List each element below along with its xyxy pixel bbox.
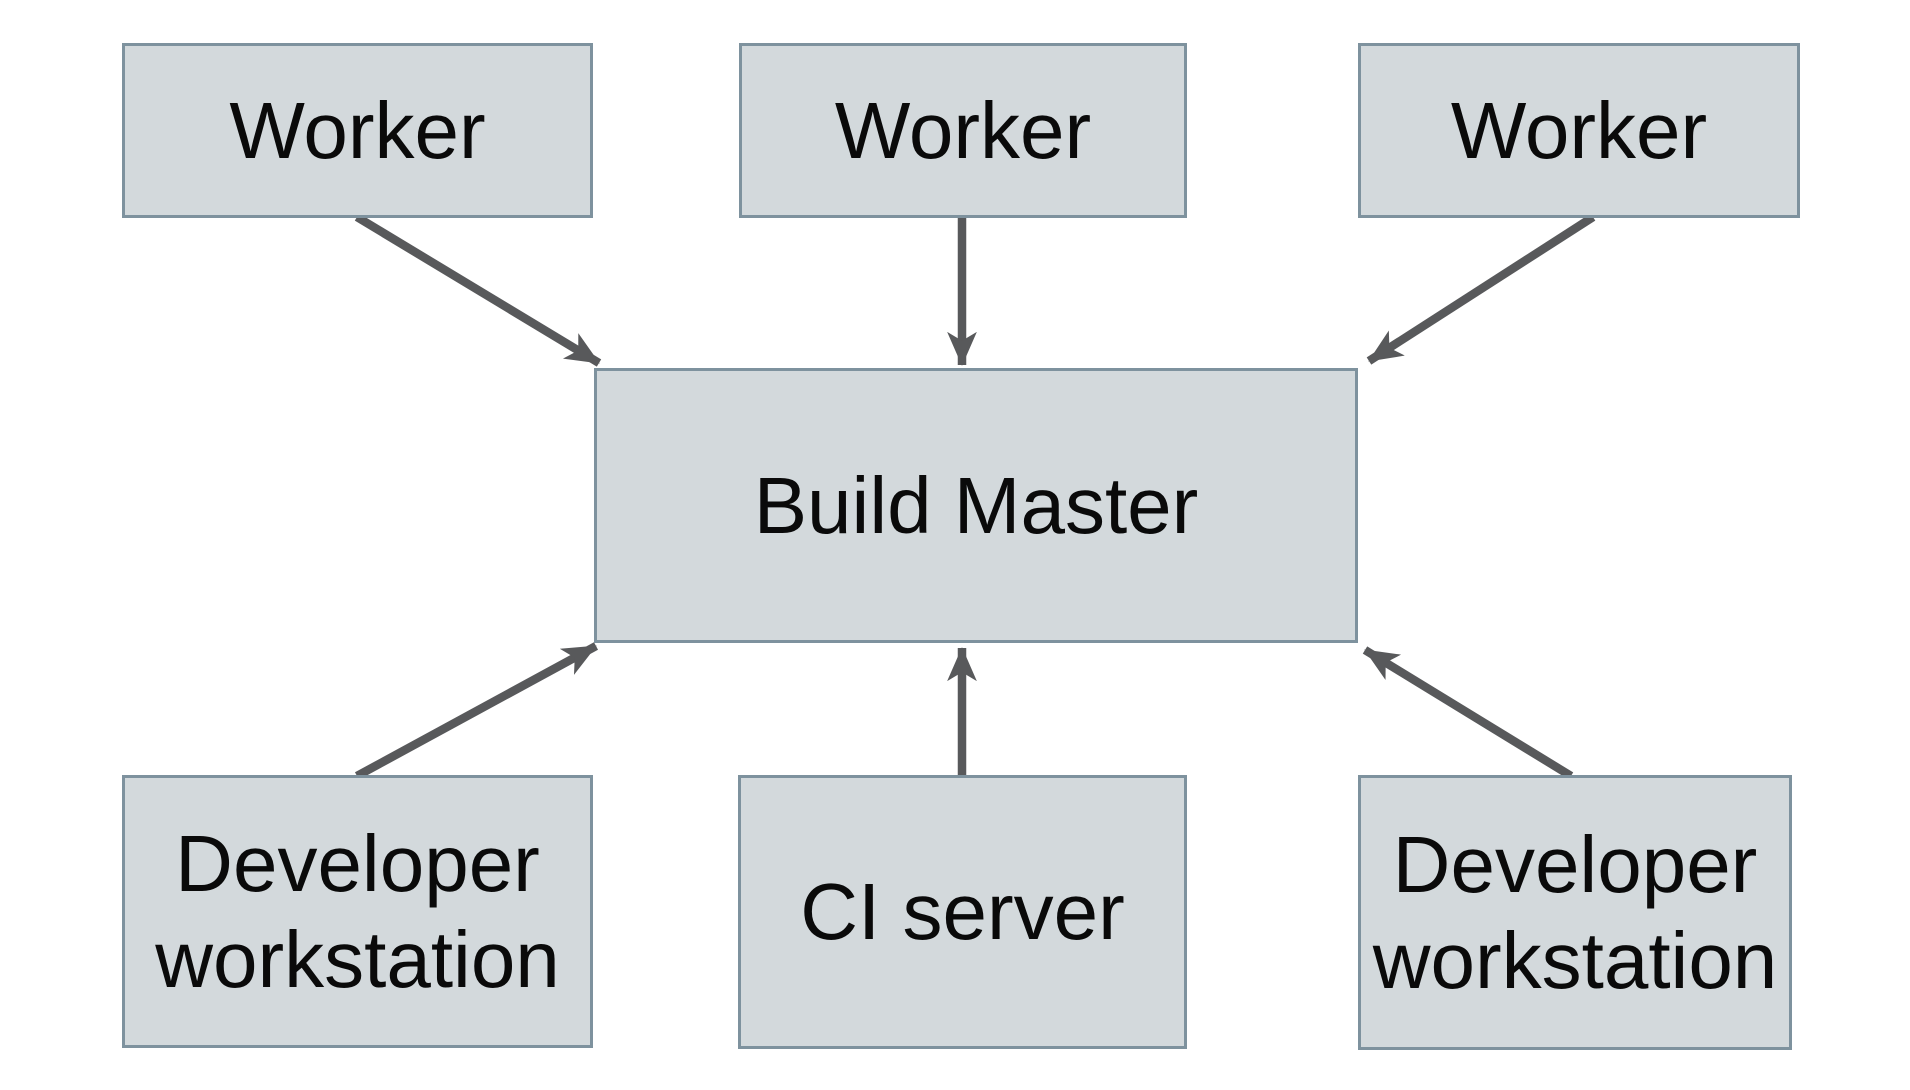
node-build-master-label: Build Master (753, 460, 1199, 550)
node-worker-3-label: Worker (1450, 85, 1708, 175)
edge-devws-left-to-buildmaster-arrow (354, 642, 599, 780)
node-developer-workstation-right-label: Developer workstation (1372, 819, 1778, 1005)
node-developer-workstation-left-label: Developer workstation (155, 818, 560, 1004)
node-build-master: Build Master (594, 368, 1358, 643)
node-worker-1-label: Worker (229, 85, 486, 175)
node-worker-2-label: Worker (834, 85, 1092, 175)
edge-devws-right-to-buildmaster-arrow (1362, 646, 1574, 780)
node-worker-3: Worker (1358, 43, 1800, 218)
node-ci-server-label: CI server (800, 867, 1125, 956)
node-worker-1: Worker (122, 43, 593, 218)
edge-worker1-to-buildmaster-arrow (354, 213, 602, 367)
node-ci-server: CI server (738, 775, 1187, 1049)
edge-worker3-to-buildmaster-arrow (1366, 213, 1596, 365)
node-developer-workstation-left: Developer workstation (122, 775, 593, 1048)
node-worker-2: Worker (739, 43, 1187, 218)
node-developer-workstation-right: Developer workstation (1358, 775, 1792, 1050)
